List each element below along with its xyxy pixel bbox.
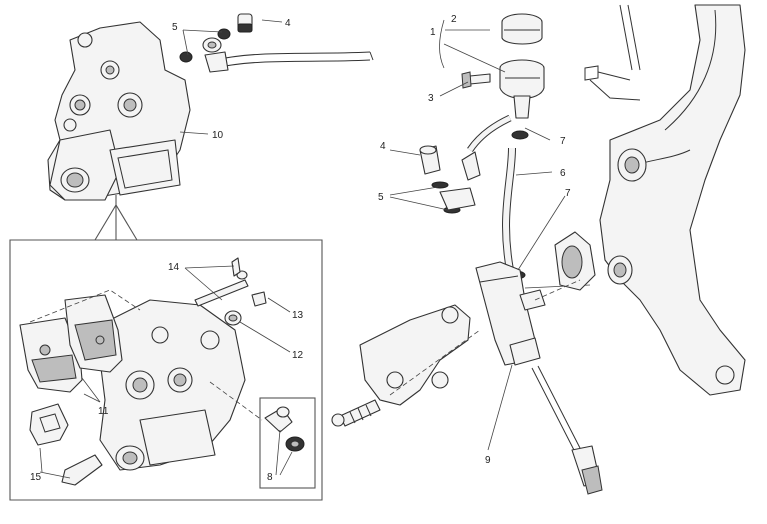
master-cylinder (475, 261, 591, 366)
reservoir-bracket (584, 65, 641, 101)
callout-4-top: 4 (285, 18, 291, 29)
inset-caliper-body (99, 299, 246, 471)
pad-spring (29, 403, 103, 486)
callout-11: 11 (98, 406, 109, 417)
callout-6: 6 (560, 168, 566, 179)
footrest-bracket (331, 304, 481, 427)
callout-3: 3 (428, 93, 434, 104)
callout-4-right: 4 (380, 141, 386, 152)
motorcycle-frame (599, 4, 746, 396)
frame-plate (534, 231, 596, 301)
callout-7-top: 7 (560, 136, 566, 147)
callout-13: 13 (292, 310, 304, 321)
rear-brake-caliper (47, 21, 191, 201)
callout-14: 14 (168, 262, 180, 273)
callout-9: 9 (485, 455, 491, 466)
callout-12: 12 (292, 350, 304, 361)
inset-frame (9, 195, 323, 501)
callout-labels: 1 2 3 4 4 5 5 6 7 7 8 9 10 11 12 13 14 1… (30, 14, 571, 483)
caliper-plugs (224, 291, 267, 326)
callout-5-top: 5 (172, 22, 178, 33)
pad-pin (194, 257, 249, 307)
hose-and-clamps (419, 114, 529, 280)
callout-1: 1 (430, 27, 436, 38)
callout-2: 2 (451, 14, 457, 25)
leader-lines (39, 19, 566, 479)
callout-5-right: 5 (378, 192, 384, 203)
callout-15: 15 (30, 472, 42, 483)
upper-hose-fittings (179, 13, 374, 73)
callout-8: 8 (267, 472, 273, 483)
callout-7-mid: 7 (565, 188, 571, 199)
pushrod-and-clevis (531, 365, 603, 495)
reservoir (461, 13, 545, 119)
bleed-kit (209, 381, 316, 489)
brake-pads (19, 289, 141, 393)
callout-10: 10 (212, 130, 224, 141)
